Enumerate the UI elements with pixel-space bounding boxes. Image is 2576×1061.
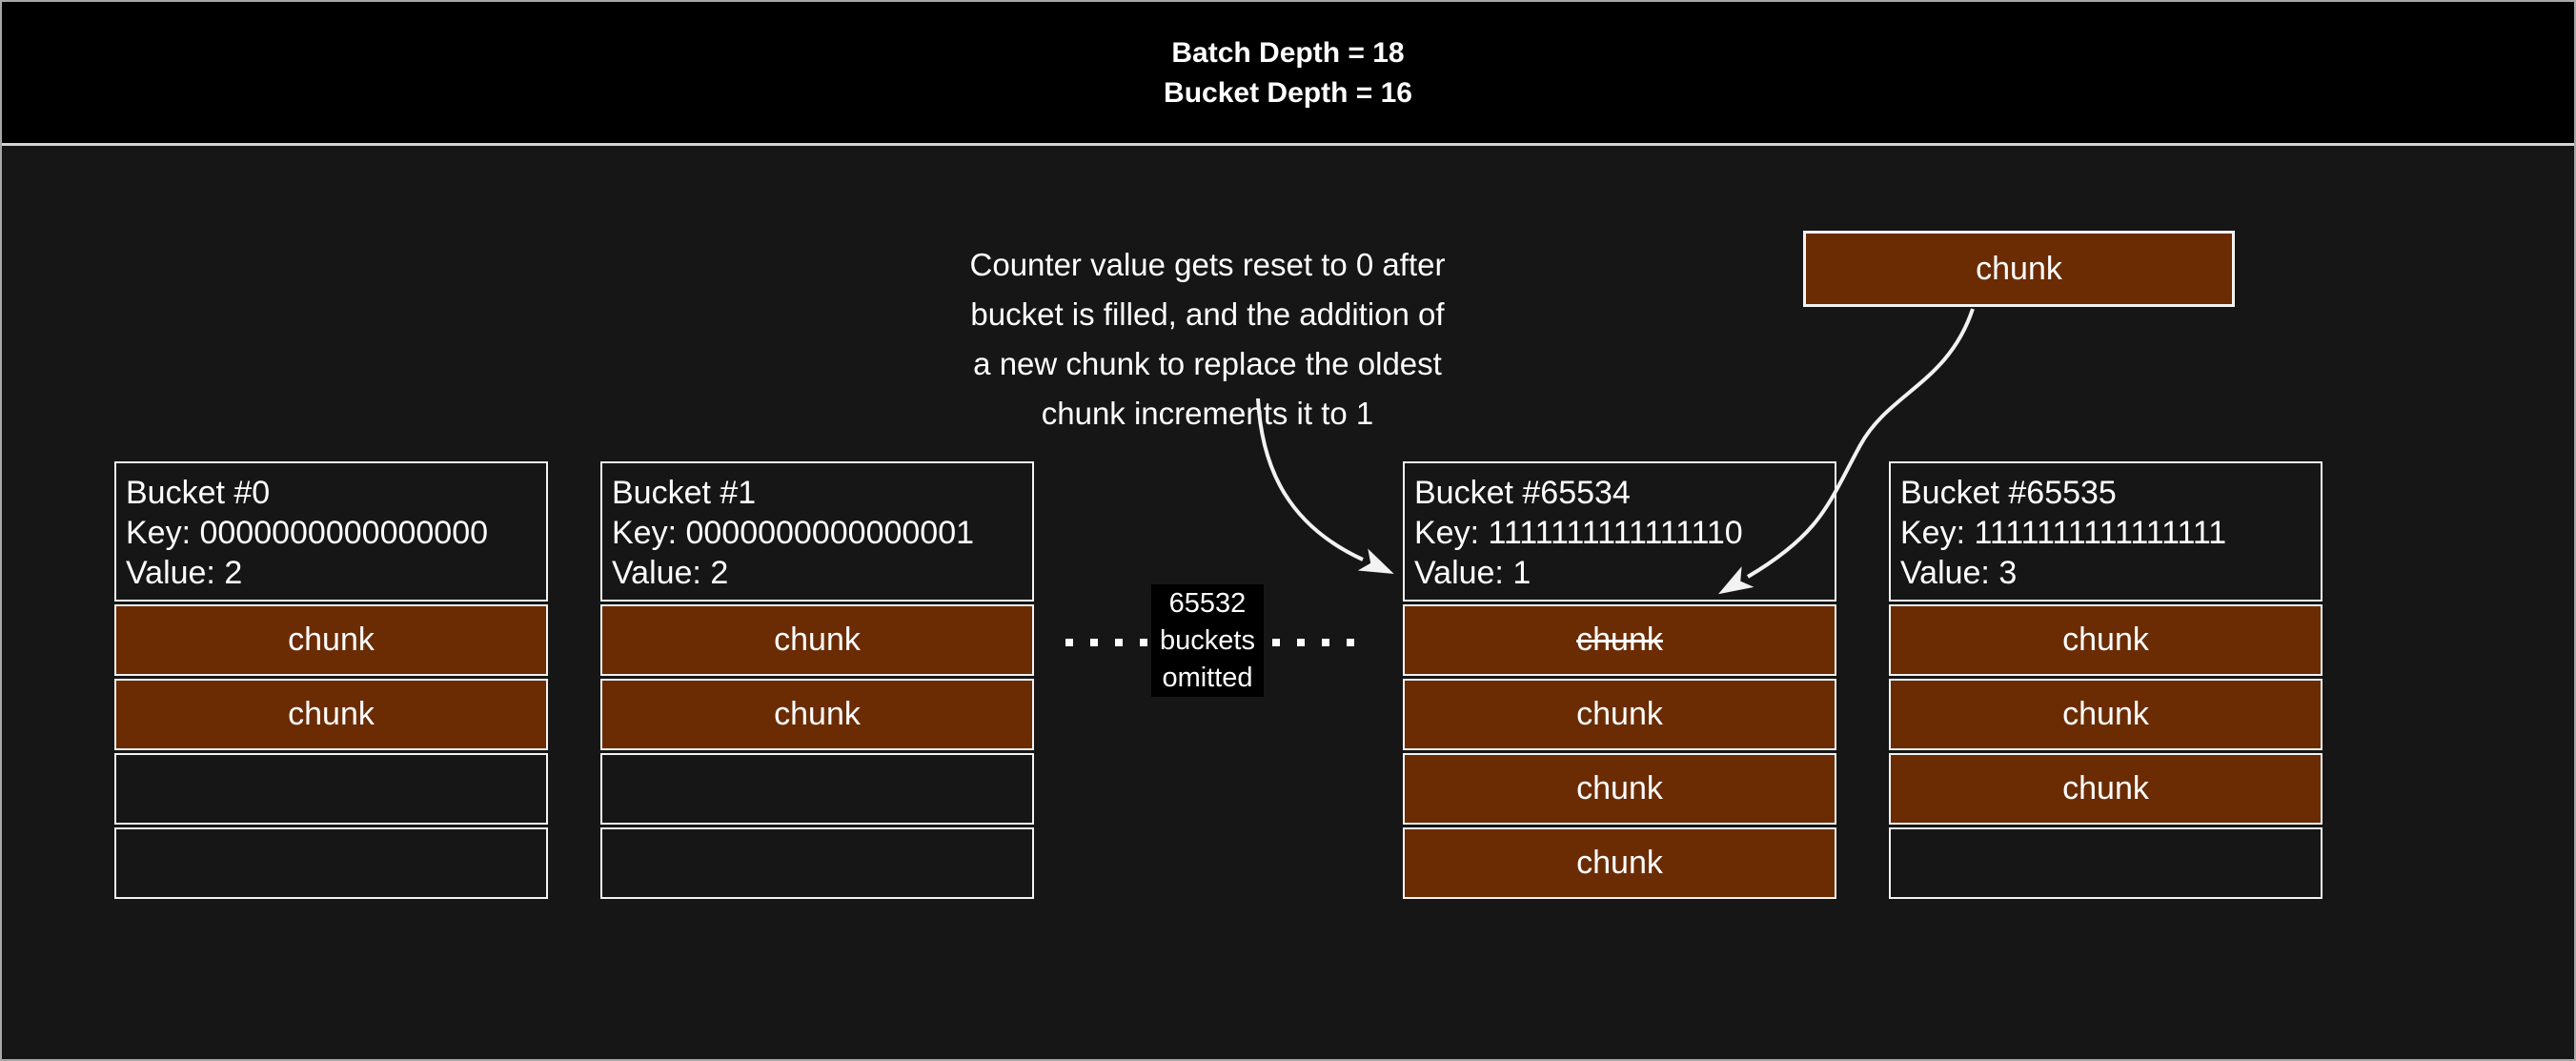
bucket-value: Value: 2 <box>612 555 729 591</box>
chunk-label: chunk <box>774 696 861 732</box>
annotation-line: Counter value gets reset to 0 after <box>969 247 1446 282</box>
bucket-title: Bucket #0 <box>126 475 271 511</box>
chunk-label: chunk <box>1976 250 2062 287</box>
dot-icon <box>1272 639 1280 646</box>
chunk-label: chunk <box>2062 696 2149 732</box>
dot-icon <box>1140 639 1147 646</box>
chunk-label: chunk <box>288 622 375 658</box>
title-band: Batch Depth = 18 Bucket Depth = 16 <box>2 2 2574 146</box>
chunk-slot: chunk <box>1889 604 2322 676</box>
dot-icon <box>1065 639 1073 646</box>
bucket-value: Value: 1 <box>1414 555 1531 591</box>
empty-slot <box>600 753 1034 825</box>
bucket-depth-title: Bucket Depth = 16 <box>1164 77 1412 109</box>
bucket-key: Key: 0000000000000000 <box>126 515 489 551</box>
dot-icon <box>1322 639 1329 646</box>
bucket-header: Bucket #0 Key: 0000000000000000 Value: 2 <box>114 461 548 602</box>
dot-icon <box>1297 639 1305 646</box>
chunk-label: chunk <box>2062 622 2149 658</box>
chunk-slot: chunk <box>1403 753 1836 825</box>
counter-annotation: Counter value gets reset to 0 after buck… <box>893 240 1522 439</box>
chunk-slot: chunk <box>1403 827 1836 899</box>
bucket-title: Bucket #1 <box>612 475 757 511</box>
bucket-title: Bucket #65535 <box>1900 475 2117 511</box>
dot-icon <box>1090 639 1098 646</box>
bucket-0: Bucket #0 Key: 0000000000000000 Value: 2… <box>114 461 548 899</box>
incoming-chunk-box: chunk <box>1803 231 2235 307</box>
bucket-key: Key: 0000000000000001 <box>612 515 975 551</box>
chunk-slot: chunk <box>600 679 1034 750</box>
chunk-label: chunk <box>288 696 375 732</box>
chunk-slot: chunk <box>114 679 548 750</box>
empty-slot <box>114 827 548 899</box>
chunk-slot: chunk <box>1889 753 2322 825</box>
bucket-1: Bucket #1 Key: 0000000000000001 Value: 2… <box>600 461 1034 899</box>
chunk-slot: chunk <box>1403 679 1836 750</box>
bucket-65534: Bucket #65534 Key: 1111111111111110 Valu… <box>1403 461 1836 899</box>
omitted-count: 65532 <box>1168 588 1247 619</box>
annotation-line: a new chunk to replace the oldest <box>973 346 1442 381</box>
bucket-title: Bucket #65534 <box>1414 475 1631 511</box>
chunk-slot: chunk <box>114 604 548 676</box>
omitted-word: buckets <box>1160 625 1255 656</box>
bucket-header: Bucket #1 Key: 0000000000000001 Value: 2 <box>600 461 1034 602</box>
chunk-label: chunk <box>1576 622 1663 658</box>
dotted-line-right <box>1272 639 1354 646</box>
batch-depth-title: Batch Depth = 18 <box>1171 37 1405 69</box>
dot-icon <box>1115 639 1123 646</box>
chunk-label: chunk <box>1576 845 1663 881</box>
dotted-line-left <box>1065 639 1147 646</box>
bucket-value: Value: 3 <box>1900 555 2018 591</box>
annotation-line: chunk increments it to 1 <box>1041 396 1374 431</box>
bucket-value: Value: 2 <box>126 555 243 591</box>
omitted-buckets-note: 65532 buckets omitted <box>1151 584 1264 697</box>
bucket-header: Bucket #65535 Key: 1111111111111111 Valu… <box>1889 461 2322 602</box>
dot-icon <box>1347 639 1354 646</box>
chunk-label: chunk <box>2062 770 2149 806</box>
omitted-word: omitted <box>1162 663 1253 693</box>
chunk-label: chunk <box>1576 696 1663 732</box>
bucket-65535: Bucket #65535 Key: 1111111111111111 Valu… <box>1889 461 2322 899</box>
chunk-slot-replaced: chunk <box>1403 604 1836 676</box>
empty-slot <box>114 753 548 825</box>
chunk-slot: chunk <box>1889 679 2322 750</box>
empty-slot <box>1889 827 2322 899</box>
annotation-line: bucket is filled, and the addition of <box>970 296 1445 332</box>
bucket-header: Bucket #65534 Key: 1111111111111110 Valu… <box>1403 461 1836 602</box>
chunk-label: chunk <box>774 622 861 658</box>
chunk-label: chunk <box>1576 770 1663 806</box>
empty-slot <box>600 827 1034 899</box>
bucket-key: Key: 1111111111111110 <box>1414 515 1743 551</box>
chunk-slot: chunk <box>600 604 1034 676</box>
bucket-key: Key: 1111111111111111 <box>1900 515 2227 551</box>
